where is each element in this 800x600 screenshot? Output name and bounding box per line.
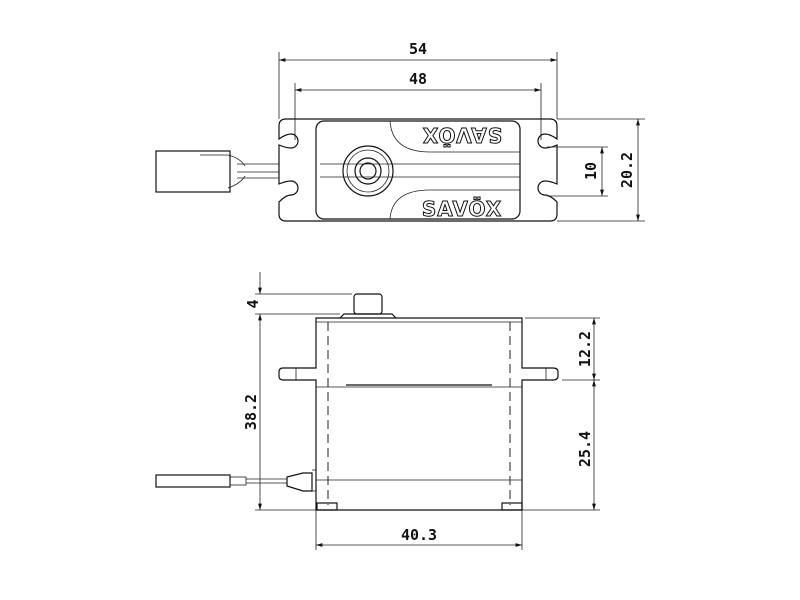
spline-gear: [353, 293, 383, 315]
dimension-label: 25.4: [576, 431, 594, 467]
dimension-label: 10: [582, 162, 600, 180]
dimension-label: 4: [244, 299, 262, 308]
dimension-label: 40.3: [401, 526, 437, 544]
servo-case-side: [278, 317, 559, 511]
dimension-total-height: 38.2: [242, 314, 316, 511]
dimension-label: 12.2: [576, 331, 594, 367]
dimension-slot-spacing: 10: [582, 147, 604, 196]
side-view: 4 38.2 12.2 25.4 40.3: [155, 272, 600, 550]
dimension-top-to-flange: 12.2: [525, 317, 600, 381]
top-view: 54 48 SAVÖX SAVÖX: [155, 40, 645, 222]
dimension-flange-to-bottom: 25.4: [522, 380, 600, 511]
servo-lead-top: [155, 150, 279, 193]
connector: [155, 474, 231, 488]
logo: SAVÖX: [422, 197, 502, 221]
dimension-mount-hole-spacing: 48: [294, 70, 542, 140]
dimension-label: 20.2: [618, 152, 636, 188]
top-plate: [315, 120, 521, 220]
servo-case-outline: [278, 118, 558, 222]
dimension-label: 54: [409, 40, 427, 58]
dimension-label: 48: [409, 70, 427, 88]
output-spline: [342, 145, 394, 197]
logo-mirrored: SAVÖX: [421, 123, 502, 148]
connector: [155, 150, 231, 193]
dimension-spline-height: 4: [244, 272, 352, 315]
svg-text:SAVÖX: SAVÖX: [422, 123, 502, 147]
dimension-width: 20.2: [557, 118, 645, 222]
dimension-body-length: 40.3: [315, 510, 523, 550]
servo-lead-side: [155, 469, 316, 492]
dimension-label: 38.2: [242, 394, 260, 430]
dimension-overall-length: 54: [278, 40, 558, 119]
